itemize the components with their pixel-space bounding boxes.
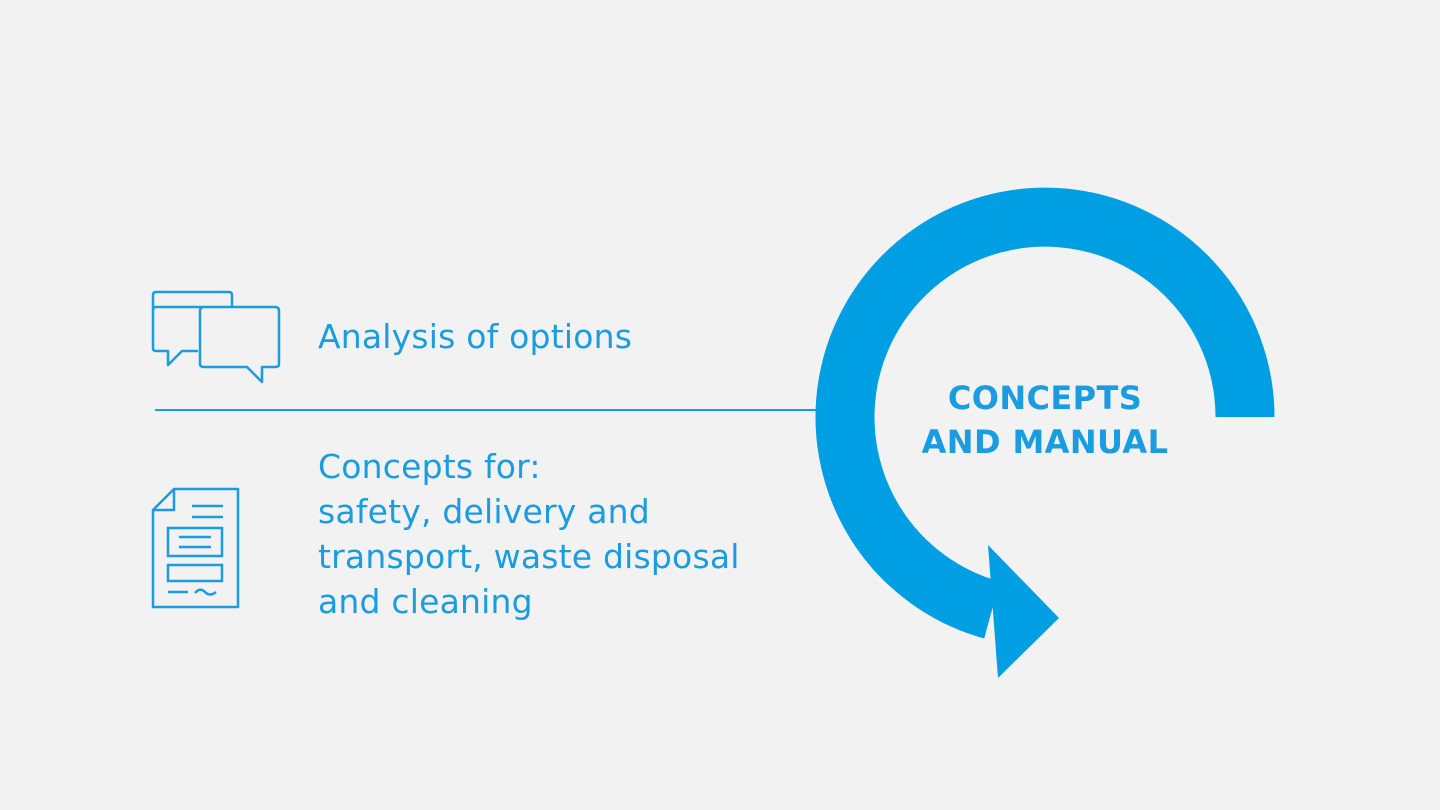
- chat-bubbles-icon: [151, 290, 281, 384]
- divider-line: [155, 409, 817, 411]
- concepts-text: Concepts for: safety, delivery and trans…: [318, 444, 740, 624]
- concepts-line: and cleaning: [318, 582, 533, 621]
- cycle-label-line: CONCEPTS: [947, 379, 1143, 417]
- concepts-line: Concepts for:: [318, 447, 541, 486]
- cycle-label-line: AND MANUAL: [921, 423, 1169, 461]
- concepts-line: safety, delivery and: [318, 492, 650, 531]
- circular-arrow-icon: [815, 187, 1275, 678]
- document-icon: [151, 487, 240, 609]
- analysis-text: Analysis of options: [318, 317, 633, 356]
- concepts-line: transport, waste disposal: [318, 537, 740, 576]
- cycle-label: CONCEPTS AND MANUAL: [905, 376, 1185, 464]
